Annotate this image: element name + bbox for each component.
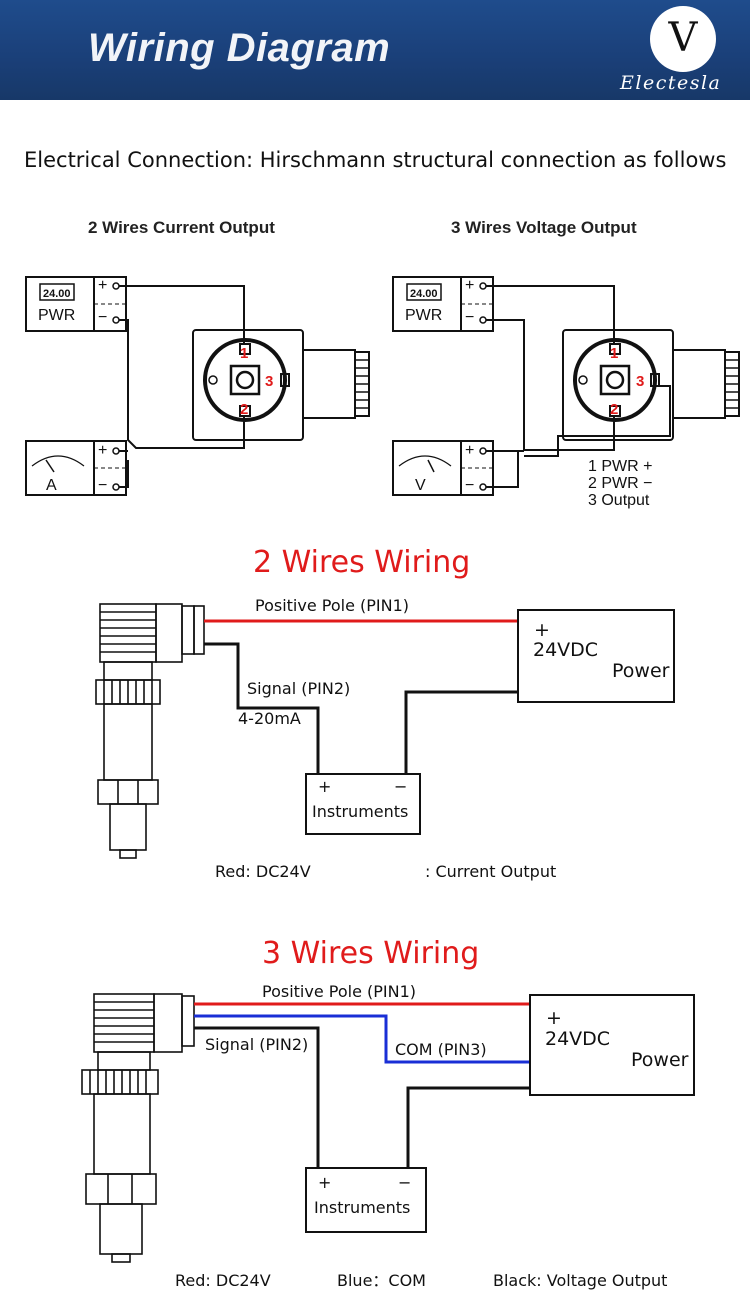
two-wire-power-label: Power	[612, 660, 670, 682]
three-wire-title: 3 Wires Wiring	[262, 936, 479, 971]
tl-supply-label: PWR	[38, 307, 75, 324]
three-wire-legend-black: Black: Voltage Output	[493, 1271, 667, 1290]
two-wire-power-voltage: 24VDC	[533, 639, 598, 661]
brand-logo: V	[650, 6, 716, 72]
three-wire-power-box: + 24VDC Power	[529, 994, 695, 1096]
two-wire-legend-red: Red: DC24V	[215, 862, 311, 881]
tl-supply-display: 24.00	[43, 288, 71, 300]
brand-name: Electesla	[620, 72, 722, 94]
two-wire-instr-plus: +	[318, 777, 331, 796]
two-wire-power-plus: +	[534, 619, 550, 641]
three-wire-signal-label: Signal (PIN2)	[205, 1035, 308, 1054]
connection-subtitle: Electrical Connection: Hirschmann struct…	[24, 148, 727, 172]
tr-supply-label: PWR	[405, 307, 442, 324]
three-wire-com-label: COM (PIN3)	[395, 1040, 487, 1059]
tr-legend-2: 2 PWR −	[588, 475, 652, 492]
three-wire-positive-label: Positive Pole (PIN1)	[262, 982, 416, 1001]
tl-meter-plus: +	[98, 442, 107, 459]
tr-pin-3: 3	[636, 373, 644, 390]
three-wire-instr-minus: −	[398, 1173, 411, 1192]
two-wire-signal-label: Signal (PIN2)	[247, 679, 350, 698]
tl-power-supply: 24.00 PWR + −	[25, 276, 127, 332]
three-wire-transmitter	[81, 993, 195, 1263]
tr-wires	[486, 285, 671, 488]
tl-supply-plus: +	[98, 277, 107, 294]
tr-meter-minus: −	[465, 477, 474, 494]
tl-connector	[191, 328, 371, 442]
tl-ammeter: A + −	[25, 440, 127, 496]
two-wire-positive-label: Positive Pole (PIN1)	[255, 596, 409, 615]
two-wire-instruments-box: + − Instruments	[305, 773, 421, 835]
two-wire-power-box: + 24VDC Power	[517, 609, 675, 703]
two-wire-legend-black: : Current Output	[425, 862, 556, 881]
tl-meter-minus: −	[98, 477, 107, 494]
tl-pin-1: 1	[240, 345, 248, 362]
three-wire-wires	[194, 1002, 530, 1168]
two-wire-instr-label: Instruments	[312, 802, 408, 821]
tr-pin-1: 1	[610, 345, 618, 362]
header-banner: Wiring Diagram V Electesla	[0, 0, 750, 100]
tr-meter-plus: +	[465, 442, 474, 459]
tr-pin-2: 2	[610, 401, 618, 418]
tl-title: 2 Wires Current Output	[88, 218, 275, 237]
tr-title: 3 Wires Voltage Output	[451, 218, 637, 237]
three-wire-instr-label: Instruments	[314, 1198, 410, 1217]
two-wire-title: 2 Wires Wiring	[253, 545, 470, 580]
tl-supply-minus: −	[98, 309, 107, 326]
two-wire-wires	[204, 619, 518, 774]
tr-connector	[561, 328, 741, 442]
three-wire-legend-blue: Blue：COM	[337, 1271, 426, 1290]
page-title: Wiring Diagram	[88, 26, 391, 70]
three-wire-legend-red: Red: DC24V	[175, 1271, 271, 1290]
three-wire-instruments-box: + − Instruments	[305, 1167, 427, 1233]
tl-pin-3: 3	[265, 373, 273, 390]
tl-wires	[119, 285, 245, 488]
tr-power-supply: 24.00 PWR + −	[392, 276, 494, 332]
three-wire-power-label: Power	[631, 1049, 689, 1071]
tr-supply-plus: +	[465, 277, 474, 294]
three-wire-power-voltage: 24VDC	[545, 1028, 610, 1050]
two-wire-current-label: 4-20mA	[238, 709, 301, 728]
three-wire-power-plus: +	[546, 1007, 562, 1029]
tr-supply-display: 24.00	[410, 288, 438, 300]
tr-legend-3: 3 Output	[588, 492, 650, 509]
tl-meter-label: A	[46, 477, 57, 494]
tl-pin-2: 2	[240, 401, 248, 418]
tr-voltmeter: V + −	[392, 440, 494, 496]
tr-legend-1: 1 PWR +	[588, 458, 652, 475]
two-wire-transmitter	[95, 603, 205, 859]
three-wire-instr-plus: +	[318, 1173, 331, 1192]
two-wire-instr-minus: −	[394, 777, 407, 796]
tr-meter-label: V	[415, 477, 426, 494]
tr-supply-minus: −	[465, 309, 474, 326]
